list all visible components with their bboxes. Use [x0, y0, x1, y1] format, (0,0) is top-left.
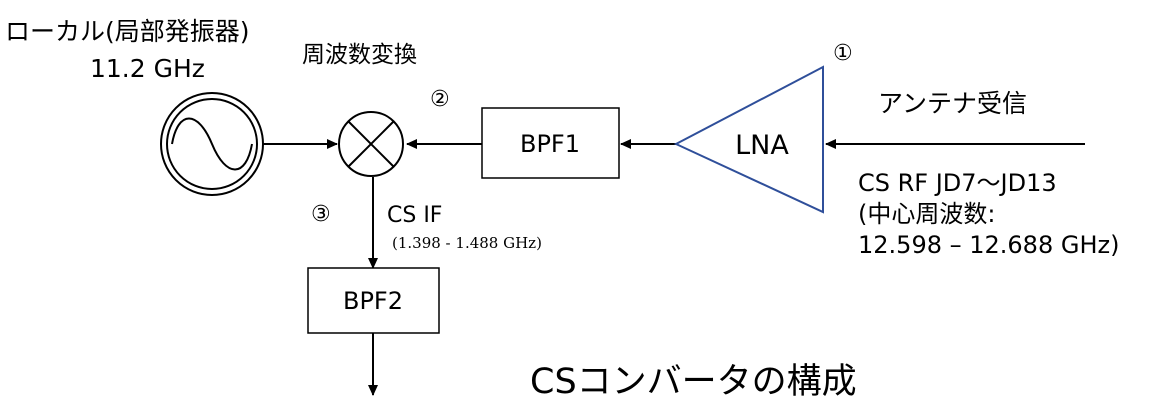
diagram-caption: CSコンバータの構成 — [530, 362, 857, 399]
bpf1-box — [481, 107, 620, 179]
cs-rf-line3: 12.598 – 12.688 GHz) — [858, 231, 1119, 259]
oscillator-title: ローカル(局部発振器) — [5, 17, 250, 46]
mixer-label: 周波数変換 — [302, 42, 417, 68]
cs-if-range: (1.398 - 1.488 GHz) — [392, 234, 542, 252]
mixer — [338, 111, 404, 177]
marker-3: ③ — [311, 202, 331, 227]
antenna-label: アンテナ受信 — [878, 89, 1027, 118]
oscillator-frequency: 11.2 GHz — [90, 54, 205, 83]
mixer-cross-line-b — [347, 120, 395, 168]
local-oscillator — [160, 92, 264, 196]
lna-amplifier — [673, 65, 824, 214]
bpf2-box — [307, 267, 440, 334]
cs-rf-line2: (中心周波数: — [858, 200, 995, 228]
lna-label: LNA — [735, 130, 789, 161]
cs-rf-line1: CS RF JD7〜JD13 — [858, 169, 1057, 197]
sine-wave-icon — [171, 117, 253, 171]
cs-if-label: CS IF — [387, 203, 442, 228]
bpf1-label: BPF1 — [520, 130, 580, 158]
marker-1: ① — [833, 41, 853, 66]
marker-2: ② — [430, 87, 450, 112]
bpf2-label: BPF2 — [343, 287, 403, 315]
